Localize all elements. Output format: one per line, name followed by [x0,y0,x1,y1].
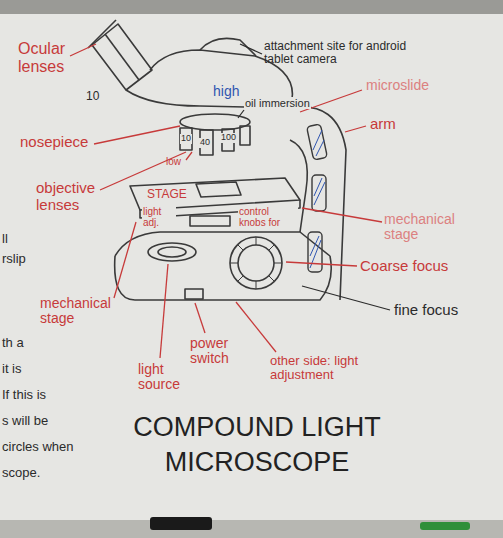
part-label: power switch [190,336,245,367]
arm-hatching [310,130,325,268]
note-label: attachment site for android tablet camer… [264,40,424,66]
board-note: scope. [2,466,40,480]
focus-knob-ridges [230,237,282,289]
magnification: 10 [86,90,99,103]
part-label: STAGE [146,188,188,201]
part-label: Ocular lenses [18,40,80,75]
part-label: low [166,156,181,167]
board-note: th a [2,336,24,350]
part-label: arm [370,116,396,133]
board-note: If this is [2,388,46,402]
part-label: nosepiece [20,134,88,151]
magnification: 100 [220,133,237,143]
board-note: ll [2,232,8,246]
part-label: objective lenses [36,180,106,213]
part-label: mechanical stage [384,212,464,243]
magnification: 10 [180,134,192,144]
arm-grips [307,124,328,272]
board-note: rslip [2,252,26,266]
board-note: it is [2,362,22,376]
board-note: s will be [2,414,48,428]
part-label: mechanical stage [40,296,112,327]
magnification: 40 [199,138,211,148]
part-label: fine focus [394,302,458,319]
part-label: light source [138,362,190,393]
part-label: high [212,84,240,99]
board-frame [0,0,503,14]
part-label: Coarse focus [360,258,448,275]
marker [420,522,470,530]
part-label: oil immersion [244,97,311,109]
part-label: other side: light adjustment [270,354,376,383]
eraser [150,517,212,530]
part-label: control knobs for [238,206,298,228]
board-note: circles when [2,440,74,454]
title: COMPOUND LIGHT MICROSCOPE [112,410,402,480]
part-label: microslide [366,78,429,93]
part-label: light adj. [142,206,176,228]
marker-tray [0,520,503,538]
leader-lines [70,44,382,358]
